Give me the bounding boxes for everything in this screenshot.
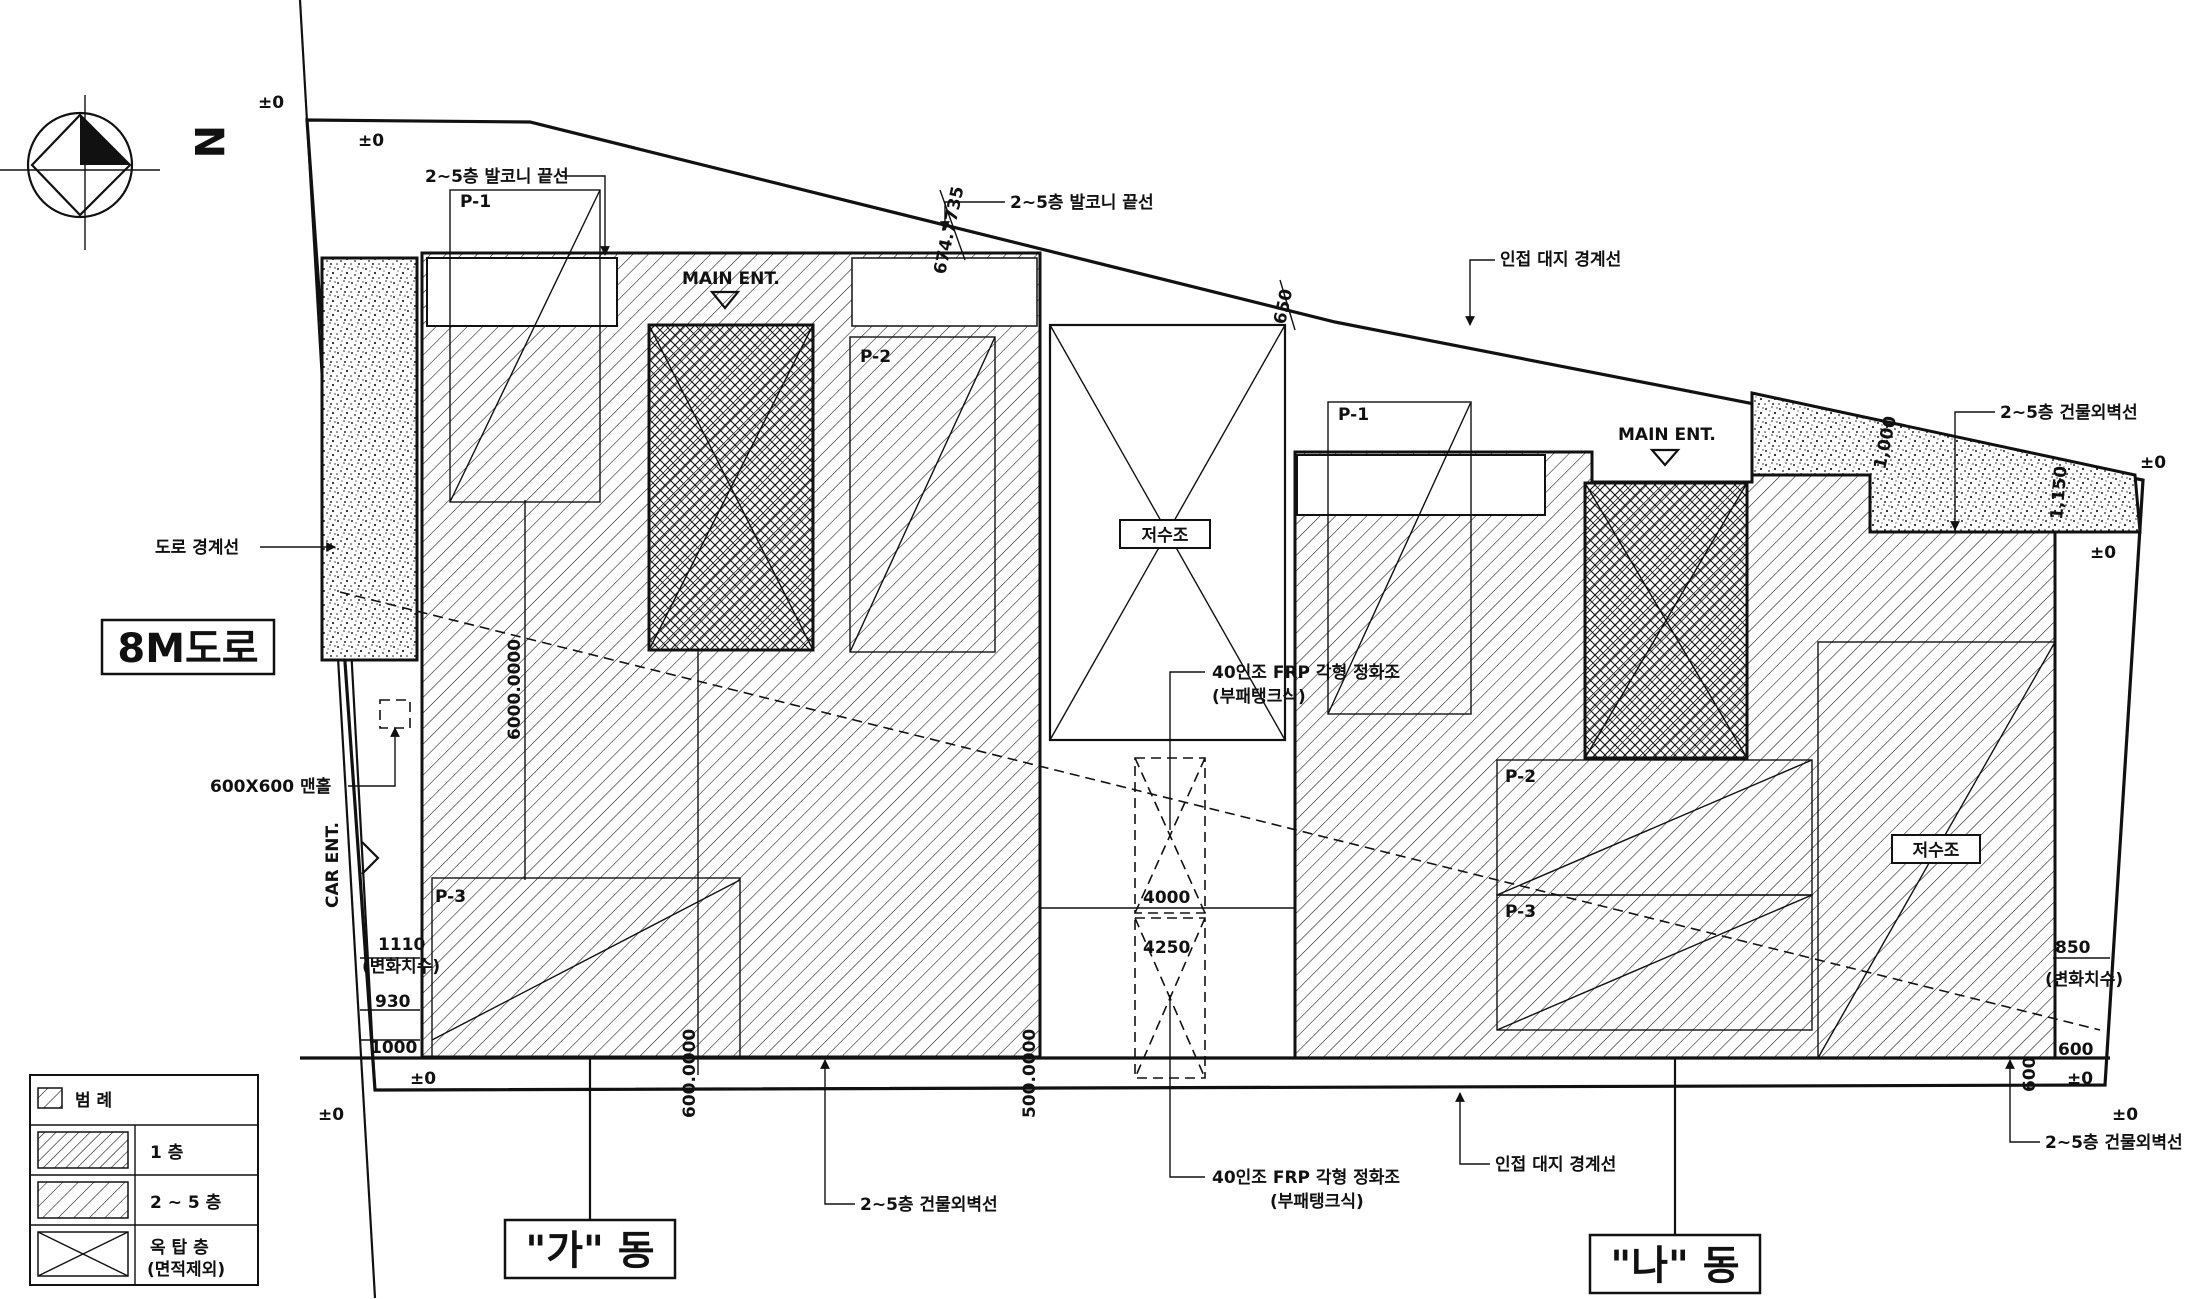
- reservoir-a-label: 저수조: [1142, 526, 1189, 546]
- leader-annotations: 2~5층 발코니 끝선 2~5층 발코니 끝선 인접 대지 경계선 2~5층 건…: [155, 167, 2183, 1215]
- dim-600b: 600: [2020, 1056, 2040, 1092]
- car-ent-label: CAR ENT.: [323, 822, 343, 908]
- reservoir-b-label: 저수조: [1913, 841, 1960, 861]
- adjacent-boundary-bottom: 인접 대지 경계선: [1495, 1155, 1616, 1175]
- building-a-tag-box: [503, 1218, 677, 1280]
- main-ent-a-label: MAIN ENT.: [682, 269, 780, 289]
- septic-tank-2: 40인조 FRP 각형 정화조: [1212, 1167, 1400, 1188]
- building-b-footprint: 저수조 P-1 P-2 P-3 MAIN ENT.: [1293, 401, 2057, 1060]
- building-a-tag: "가" 동: [525, 1228, 654, 1274]
- legend-row-3: 옥 탑 층: [150, 1237, 209, 1258]
- variable-dim-right: (변화치수): [2045, 970, 2123, 990]
- legend-swatch-1f: [37, 1131, 129, 1169]
- building-b-tag: "나" 동: [1610, 1243, 1739, 1289]
- variable-dim-left: (변화치수): [362, 957, 440, 977]
- dim-4250: 4250: [1143, 938, 1190, 958]
- parking-b-1: P-1: [1338, 405, 1369, 425]
- dim-600c: 600: [2058, 1040, 2094, 1060]
- level-bottom-right-b: ±0: [2112, 1105, 2138, 1125]
- dim-650: 650: [1270, 287, 1297, 326]
- level-bottom-right-a: ±0: [2067, 1069, 2093, 1089]
- legend-row-1: 1 층: [150, 1143, 184, 1163]
- main-ent-b-label: MAIN ENT.: [1618, 425, 1716, 445]
- road-boundary-label: 도로 경계선: [155, 538, 239, 558]
- parking-a-3: P-3: [435, 887, 466, 907]
- septic-tank-2-sub: (부패탱크식): [1270, 1192, 1364, 1212]
- legend-row-2: 2 ~ 5 층: [150, 1193, 222, 1213]
- landscape-strip-left: [320, 256, 419, 662]
- level-right-a: ±0: [2140, 453, 2166, 473]
- dim-500: 500.0000: [1020, 1029, 1040, 1118]
- exterior-wall-right: 2~5층 건물외벽선: [2000, 403, 2138, 423]
- dim-6000: 6000.0000: [505, 639, 525, 740]
- level-right-b: ±0: [2090, 543, 2116, 563]
- dim-1150: 1,150: [2047, 465, 2072, 520]
- level-markers: ±0 ±0 ±0 ±0 ±0 ±0 ±0 ±0: [258, 93, 2166, 1125]
- balcony-line-1: 2~5층 발코니 끝선: [425, 167, 569, 187]
- parking-a-2: P-2: [860, 347, 891, 367]
- dim-850: 850: [2055, 938, 2091, 958]
- septic-tank-1-sub: (부패탱크식): [1212, 687, 1306, 707]
- septic-tank-1: 40인조 FRP 각형 정화조: [1212, 662, 1400, 683]
- level-top-left-b: ±0: [358, 131, 384, 151]
- dim-1110: 1110: [378, 935, 425, 955]
- dim-1000: 1000: [370, 1038, 417, 1058]
- legend-rooftop-sub: (면적제외): [147, 1260, 225, 1280]
- exterior-wall-bottom-left: 2~5층 건물외벽선: [860, 1195, 998, 1215]
- parking-b-2: P-2: [1505, 767, 1536, 787]
- manhole-label: 600X600 맨홀: [210, 776, 332, 797]
- exterior-wall-bottom-right: 2~5층 건물외벽선: [2045, 1133, 2183, 1153]
- parking-b-3: P-3: [1505, 902, 1536, 922]
- level-bottom-left-b: ±0: [318, 1105, 344, 1125]
- north-arrow-icon: N: [0, 95, 231, 250]
- parking-a-1: P-1: [460, 192, 491, 212]
- legend-title: 범 례: [75, 1091, 112, 1111]
- dimension-lines: [360, 189, 2110, 1240]
- building-a-footprint: P-1 P-2 P-3 MAIN ENT.: [420, 189, 1042, 1059]
- dim-4000: 4000: [1143, 888, 1190, 908]
- legend-swatch-2f: [37, 1181, 129, 1219]
- legend: 범 례 1 층 2 ~ 5 층 옥 탑 층 (면적제외): [29, 1074, 259, 1286]
- road-name-box: [100, 618, 276, 676]
- building-b-tag-box: [1588, 1233, 1762, 1295]
- dim-600a: 600.0000: [680, 1029, 700, 1118]
- dim-930: 930: [375, 992, 411, 1012]
- level-bottom-left-a: ±0: [410, 1069, 436, 1089]
- road-name: 8M도로: [117, 626, 258, 672]
- legend-icon: [37, 1087, 63, 1109]
- adjacent-boundary-top: 인접 대지 경계선: [1500, 250, 1621, 270]
- level-top-left-a: ±0: [258, 93, 284, 113]
- north-label: N: [185, 125, 231, 158]
- balcony-line-2: 2~5층 발코니 끝선: [1010, 193, 1154, 213]
- reservoir-center: 저수조: [1048, 323, 1287, 742]
